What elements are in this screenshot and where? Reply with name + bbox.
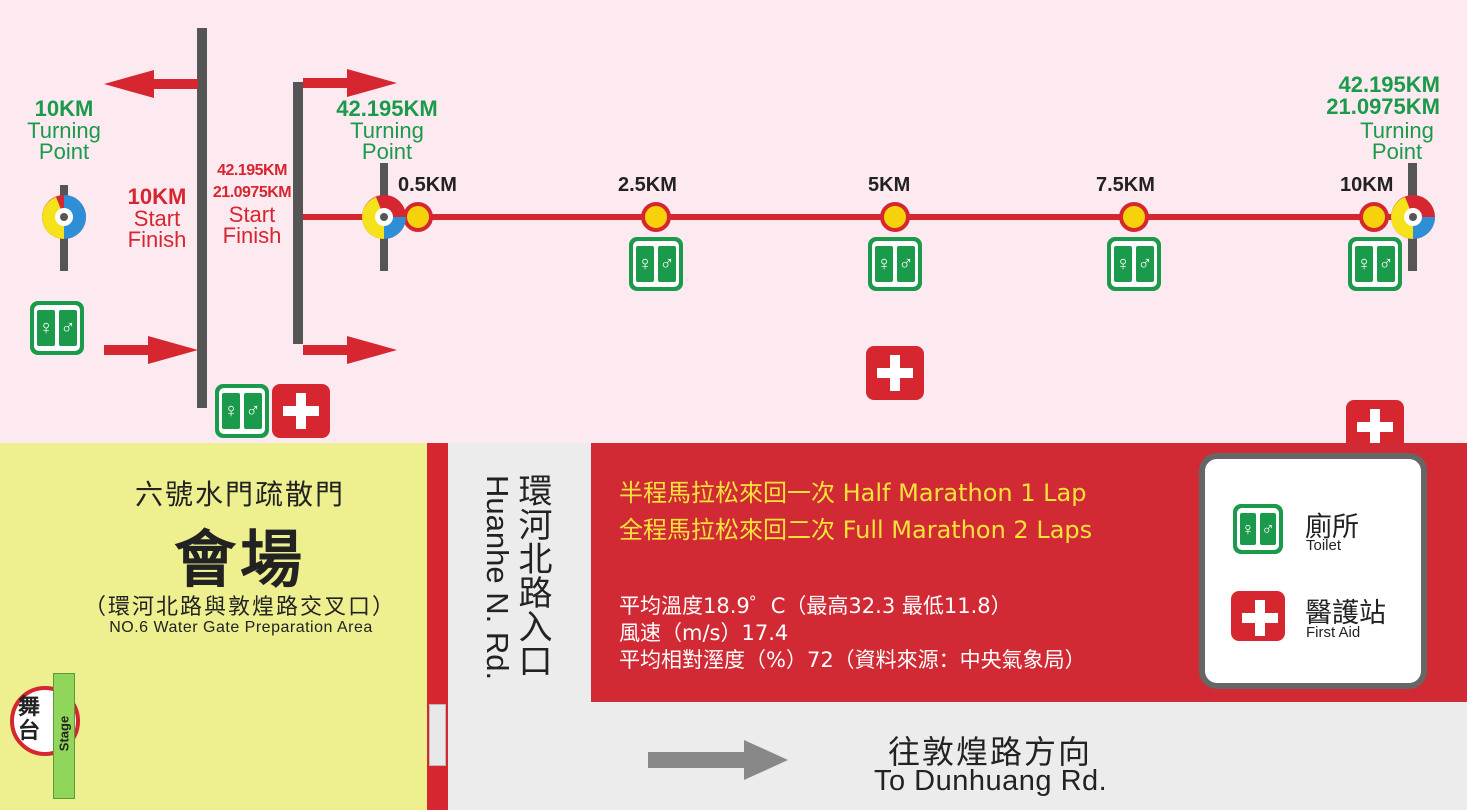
stage-banner: Stage: [53, 673, 75, 799]
km-marker-dot: [641, 202, 671, 232]
legend-firstaid-en: First Aid: [1306, 624, 1361, 641]
turnaround-icon: [1391, 195, 1435, 239]
start-full-finish: Finish: [222, 223, 282, 248]
toilet-icon: ♀♂: [30, 301, 84, 355]
start-10k-start: Start: [133, 206, 181, 231]
toilet-icon: ♀♂: [1233, 504, 1283, 554]
start-full-distance: 42.195KM: [217, 162, 287, 179]
first-aid-icon: [1231, 591, 1285, 641]
legend-toilet-cn: 廁所: [1305, 512, 1359, 543]
arrow-icon: [303, 336, 397, 364]
venue-intersection: （環河北路與敦煌路交叉口）: [83, 595, 396, 620]
turnaround-icon: [362, 195, 406, 239]
direction-arrow-icon: [648, 740, 788, 780]
toilet-icon: ♀♂: [629, 237, 683, 291]
turnpoint-right-distance-full: 42.195KM: [1338, 72, 1440, 97]
info-panel: 半程馬拉松來回一次 Half Marathon 1 Lap 全程馬拉松來回二次 …: [591, 443, 1467, 702]
first-aid-icon: [866, 346, 924, 400]
first-aid-icon: [272, 384, 330, 438]
venue-gate-name: 六號水門疏散門: [134, 478, 345, 511]
km-label: 2.5KM: [618, 174, 677, 196]
info-full-marathon: 全程馬拉松來回二次 Full Marathon 2 Laps: [619, 516, 1093, 544]
arrow-icon: [104, 336, 198, 364]
road-gate: [429, 704, 446, 766]
stage-label-cn: 舞台: [18, 695, 41, 744]
km-marker-dot: [880, 202, 910, 232]
legend-firstaid-cn: 醫護站: [1305, 598, 1386, 629]
start-10k-finish: Finish: [127, 227, 187, 252]
turnpoint-right-label: 42.195KM 21.0975KM Turning Point: [1280, 72, 1440, 163]
pole-full-start: [293, 82, 303, 344]
weather-temperature: 平均溫度18.9゜C（最高32.3 最低11.8）: [619, 594, 1012, 618]
turnpoint-10k-distance: 10KM: [34, 96, 94, 121]
km-label: 10KM: [1340, 174, 1394, 196]
turnpoint-full-distance: 42.195KM: [336, 96, 438, 121]
turnpoint-full-label: 42.195KM Turning Point: [314, 96, 460, 164]
km-label: 5KM: [868, 174, 911, 196]
km-label: 0.5KM: [398, 174, 457, 196]
toilet-icon: ♀♂: [1107, 237, 1161, 291]
stage-label-en: Stage: [56, 715, 72, 752]
direction-cn: 往敦煌路方向: [888, 733, 1093, 771]
road-name-cn: 環河北路入口: [512, 473, 553, 685]
venue-panel: 六號水門疏散門 會場 （環河北路與敦煌路交叉口） NO.6 Water Gate…: [0, 443, 427, 810]
start-full-label: 42.195KM 21.0975KM Start Finish: [204, 160, 300, 248]
km-marker-dot: [1359, 202, 1389, 232]
start-full-start: Start: [228, 202, 276, 227]
weather-wind: 風速（m/s）17.4: [619, 621, 789, 645]
legend-toilet-en: Toilet: [1306, 537, 1342, 554]
km-marker-dot: [403, 202, 433, 232]
turnpoint-10k-label: 10KM Turning Point: [18, 96, 110, 164]
venue-english: NO.6 Water Gate Preparation Area: [109, 619, 373, 636]
turnpoint-10k-turning: Turning: [27, 118, 101, 143]
pole-10k-start: [197, 28, 207, 408]
legend-box: ♀♂ 廁所 Toilet 醫護站 First Aid: [1199, 453, 1427, 689]
toilet-icon: ♀♂: [215, 384, 269, 438]
start-10k-distance: 10KM: [127, 184, 187, 209]
km-label: 7.5KM: [1096, 174, 1155, 196]
start-10k-label: 10KM Start Finish: [112, 184, 202, 252]
turnpoint-right-point: Point: [1371, 139, 1423, 164]
arrow-icon: [303, 69, 397, 97]
start-half-distance: 21.0975KM: [212, 184, 292, 201]
km-marker-dot: [1119, 202, 1149, 232]
direction-en: To Dunhuang Rd.: [874, 765, 1108, 797]
info-half-marathon: 半程馬拉松來回一次 Half Marathon 1 Lap: [619, 479, 1087, 507]
turnpoint-right-distance-half: 21.0975KM: [1326, 94, 1440, 119]
turnpoint-10k-point: Point: [38, 139, 90, 164]
arrow-icon: [104, 70, 198, 98]
road-name-en-text: Huanhe N. Rd.: [480, 475, 515, 681]
turnaround-icon: [42, 195, 86, 239]
venue-title: 會場: [173, 523, 306, 596]
toilet-icon: ♀♂: [1348, 237, 1402, 291]
turnpoint-right-turning: Turning: [1360, 118, 1434, 143]
turnpoint-full-turning: Turning: [350, 118, 424, 143]
turnpoint-full-point: Point: [361, 139, 413, 164]
toilet-icon: ♀♂: [868, 237, 922, 291]
km-marker-dots: [403, 202, 1389, 232]
weather-humidity: 平均相對溼度（%）72（資料來源：中央氣象局）: [619, 648, 1086, 672]
road-name-en: Huanhe N. Rd.: [479, 475, 515, 688]
road-name-cn-text: 環河北路入口: [512, 473, 552, 677]
